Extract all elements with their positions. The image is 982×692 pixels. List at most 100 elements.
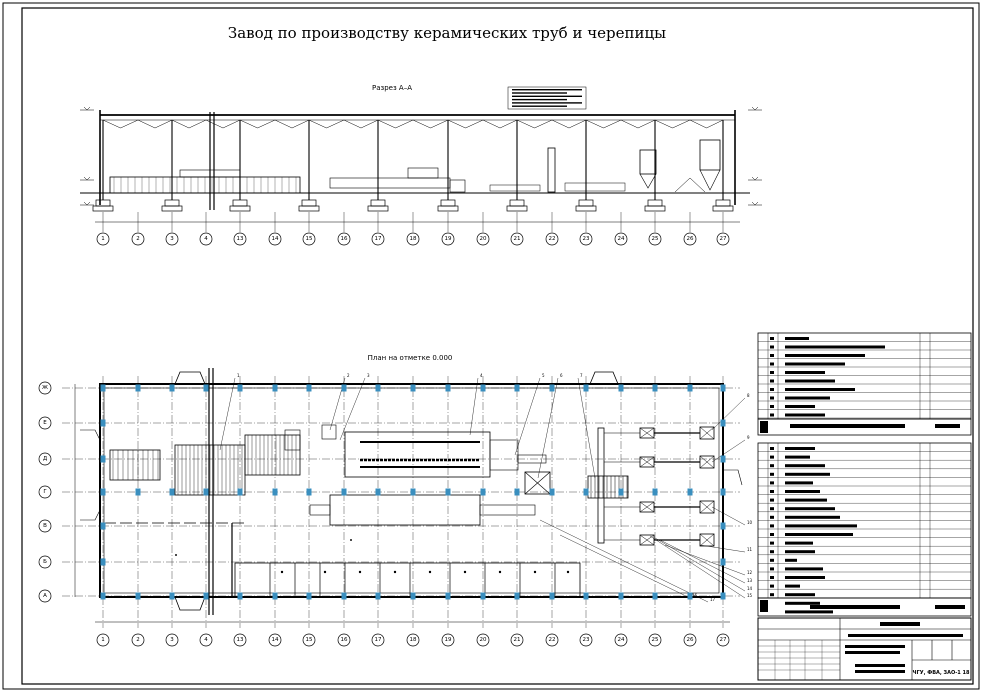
column-marker <box>652 488 658 496</box>
column-marker <box>549 592 555 600</box>
column-marker <box>720 558 726 566</box>
axis-label: 1 <box>101 236 105 242</box>
column-marker <box>169 488 175 496</box>
equipment-marker: 14 <box>747 586 753 591</box>
axis-bubble <box>476 232 490 246</box>
axis-label: Д <box>43 456 48 462</box>
axis-bubble <box>38 381 52 395</box>
column-marker <box>583 384 589 392</box>
axis-bubble <box>648 633 662 647</box>
equipment-marker: 1 <box>237 373 240 378</box>
axis-bubble <box>38 416 52 430</box>
column-marker <box>480 384 486 392</box>
axis-label: 1 <box>101 637 105 643</box>
axis-bubble <box>716 232 730 246</box>
axis-label: 23 <box>583 637 590 643</box>
equipment-marker: 6 <box>560 373 563 378</box>
axis-bubble <box>268 232 282 246</box>
dryer-plan <box>344 431 491 478</box>
axis-label: Г <box>43 489 47 495</box>
roller-crusher <box>587 475 629 499</box>
axis-label: Е <box>43 420 47 426</box>
press-line <box>329 494 481 526</box>
axis-label: 21 <box>514 637 521 643</box>
column-marker <box>410 384 416 392</box>
axis-bubble <box>38 452 52 466</box>
column-marker <box>100 384 106 392</box>
stamp-code: ЧГУ, ФВА, ЗАО-1 18 <box>913 670 970 676</box>
equipment-marker: 9 <box>747 435 750 440</box>
axis-bubble <box>302 232 316 246</box>
axis-bubble <box>199 633 213 647</box>
column-marker <box>652 384 658 392</box>
axis-label: 13 <box>237 236 244 242</box>
column-marker <box>583 592 589 600</box>
equipment-marker: 8 <box>747 393 750 398</box>
belt-conveyor <box>597 427 605 544</box>
column-marker <box>341 592 347 600</box>
axis-bubble <box>131 633 145 647</box>
column-marker <box>272 592 278 600</box>
equipment-marker: 12 <box>747 570 753 575</box>
axis-label: 23 <box>583 236 590 242</box>
column-marker <box>720 455 726 463</box>
column-marker <box>100 455 106 463</box>
elevator <box>547 147 556 193</box>
axis-bubble <box>96 232 110 246</box>
axis-bubble <box>233 633 247 647</box>
axis-bubble <box>579 232 593 246</box>
axis-label: 21 <box>514 236 521 242</box>
column-marker <box>135 384 141 392</box>
axis-label: 25 <box>652 236 659 242</box>
equipment-marker: 11 <box>747 547 753 552</box>
axis-label: В <box>43 523 47 529</box>
column-marker <box>169 384 175 392</box>
column-marker <box>100 558 106 566</box>
equipment-marker: 15 <box>747 593 753 598</box>
axis-bubble <box>337 633 351 647</box>
equipment-marker: 4 <box>480 373 483 378</box>
unloader <box>109 449 161 481</box>
axis-label: 17 <box>375 236 382 242</box>
column-marker <box>203 384 209 392</box>
axis-bubble <box>371 633 385 647</box>
equipment-marker: 3 <box>367 373 370 378</box>
axis-bubble <box>579 633 593 647</box>
axis-label: 24 <box>618 637 625 643</box>
axis-bubble <box>199 232 213 246</box>
column-marker <box>237 384 243 392</box>
column-marker <box>100 592 106 600</box>
drawing-title: Завод по производству керамических труб … <box>228 24 666 42</box>
axis-label: 22 <box>549 637 556 643</box>
axis-bubble <box>38 589 52 603</box>
title-block: ЧГУ, ФВА, ЗАО-1 18 <box>757 617 972 681</box>
axis-label: Ж <box>42 385 48 391</box>
column-marker <box>237 592 243 600</box>
axis-bubble <box>545 232 559 246</box>
column-marker <box>720 384 726 392</box>
column-marker <box>618 384 624 392</box>
equipment-marker: 13 <box>747 578 753 583</box>
axis-label: 18 <box>410 637 417 643</box>
axis-bubble <box>510 232 524 246</box>
column-marker <box>272 384 278 392</box>
column-marker <box>100 522 106 530</box>
axis-label: 4 <box>204 637 208 643</box>
axis-bubble <box>131 232 145 246</box>
axis-bubble <box>302 633 316 647</box>
axis-bubble <box>614 633 628 647</box>
axis-bubble <box>545 633 559 647</box>
axis-label: 16 <box>341 236 348 242</box>
control-box <box>321 424 337 440</box>
axis-bubble <box>683 232 697 246</box>
axis-bubble <box>510 633 524 647</box>
column-marker <box>480 488 486 496</box>
silo <box>639 149 657 175</box>
axis-bubble <box>165 633 179 647</box>
plan-label: План на отметке 0.000 <box>368 354 453 362</box>
plan-view: План на отметке 0.000 <box>38 354 753 647</box>
column-marker <box>514 488 520 496</box>
